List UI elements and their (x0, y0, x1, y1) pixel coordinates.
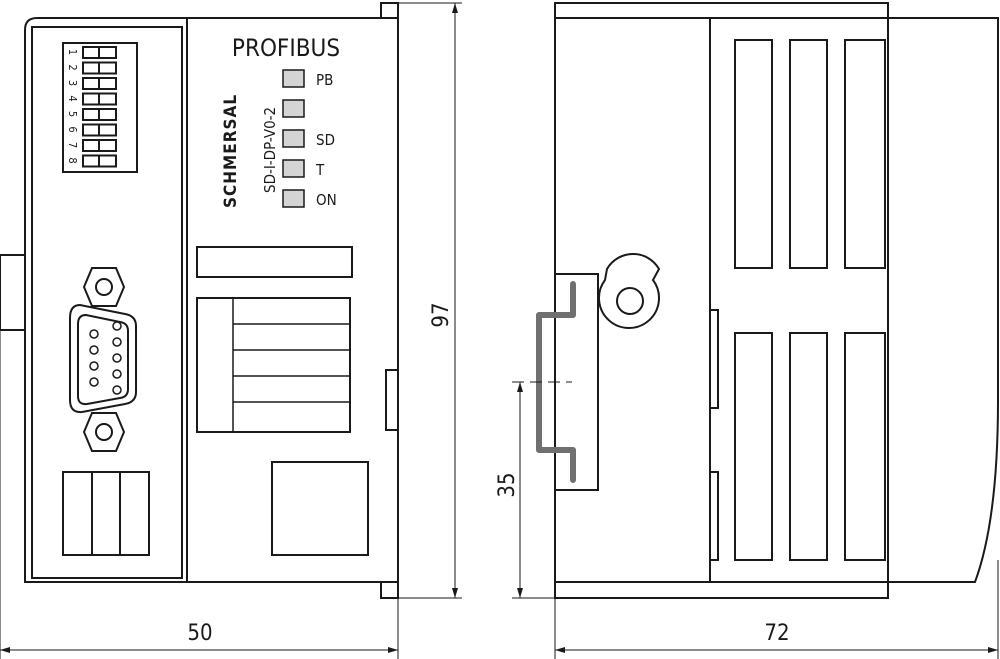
hex-nut-icon (82, 267, 126, 307)
dip-number: 6 (66, 126, 79, 132)
bottom-tab (380, 581, 399, 599)
led-on: ON (282, 189, 337, 209)
dip-number: 3 (66, 80, 79, 86)
dip-switch-3[interactable]: 3 (66, 77, 117, 90)
top-strip (554, 2, 889, 19)
side-body (554, 17, 889, 583)
dip-number: 4 (66, 95, 79, 101)
rail-height-label: 35 (495, 472, 520, 497)
dip-switch: 1 2 3 4 5 6 7 8 (62, 42, 138, 173)
model-label: SD-I-DP-V0-2 (261, 107, 279, 193)
front-cover-profile (888, 17, 999, 583)
pin (89, 377, 99, 387)
mounting-clip (0, 254, 26, 331)
housing-outline (24, 17, 399, 583)
hex-nut-icon (82, 412, 126, 452)
led-label: T (315, 161, 325, 179)
pin (112, 353, 122, 363)
led-label: SD (316, 131, 335, 149)
rail-bracket (554, 273, 599, 491)
top-tab (380, 2, 399, 19)
led-label: PB (316, 71, 333, 89)
dip-switch-8[interactable]: 8 (66, 154, 117, 168)
side-latch (385, 369, 399, 431)
rail-dimension: 35 (495, 382, 555, 599)
left-panel (31, 26, 183, 579)
dip-switch-7[interactable]: 7 (66, 139, 117, 152)
width-dimension: 50 (0, 330, 399, 659)
dip-number: 2 (66, 64, 79, 70)
dip-number: 8 (66, 157, 79, 163)
bus-label: PROFIBUS (232, 34, 340, 62)
pin (112, 369, 122, 379)
dip-switch-1[interactable]: 1 (66, 46, 117, 59)
width-label: 50 (187, 621, 212, 646)
pin (112, 321, 122, 331)
pin (89, 361, 99, 371)
side-view (512, 2, 999, 599)
dip-number: 1 (66, 49, 79, 55)
connector-block (196, 297, 351, 433)
led-sd: SD (282, 129, 335, 149)
led-blank (282, 99, 305, 118)
vent-slots (734, 39, 886, 561)
eccentric-lock-icon (598, 252, 661, 329)
bottom-strip (554, 581, 889, 599)
led-label: ON (316, 191, 337, 209)
bottom-window (271, 461, 369, 556)
led-pb: PB (282, 69, 333, 89)
pin (112, 385, 122, 395)
db9-connector (69, 267, 137, 452)
led-t: T (282, 159, 325, 179)
terminal-block (62, 471, 150, 556)
dip-switch-2[interactable]: 2 (66, 61, 117, 75)
pin (89, 329, 99, 339)
dip-switch-5[interactable]: 5 (66, 108, 117, 121)
pin (89, 345, 99, 355)
led-indicators: PB SD T ON (282, 69, 337, 209)
front-view: 1 2 3 4 5 6 7 8 PROFIBUS SCHMERSAL SD-I-DP-V0-2… (0, 2, 399, 599)
dip-switch-4[interactable]: 4 (66, 92, 117, 106)
pin (112, 337, 122, 347)
dip-number: 7 (66, 142, 79, 148)
depth-dimension: 72 (554, 560, 999, 659)
dip-number: 5 (66, 111, 79, 117)
label-field (196, 246, 353, 278)
height-dimension: 97 (398, 2, 462, 599)
dip-switch-6[interactable]: 6 (66, 123, 117, 137)
depth-label: 72 (764, 621, 789, 646)
brand-logo: SCHMERSAL (221, 94, 241, 208)
height-label: 97 (429, 302, 454, 327)
